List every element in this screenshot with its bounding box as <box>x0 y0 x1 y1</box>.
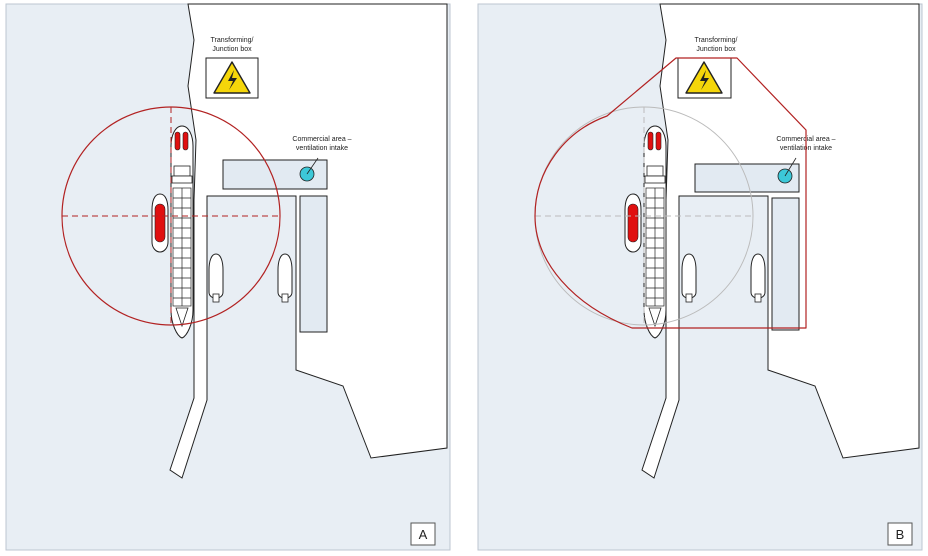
panel-a-letter: A <box>419 527 428 542</box>
warehouse-building <box>299 195 328 333</box>
panel-b-letter-box <box>887 522 913 546</box>
bunker-vessel <box>151 193 169 253</box>
warehouse-building <box>771 197 800 331</box>
lng-tank-right <box>655 131 662 151</box>
small-boat-1 <box>208 253 224 303</box>
high-voltage-warning-icon <box>677 57 732 99</box>
container-ship <box>643 125 667 339</box>
high-voltage-warning-icon <box>205 57 259 99</box>
transformer-label-line2: Junction box <box>212 46 252 53</box>
commercial-label-line2: ventilation intake <box>296 145 348 152</box>
panel-a: Commercial area – ventilation intake Tra… <box>5 3 451 551</box>
small-boat-2 <box>750 253 766 303</box>
lng-tank-left <box>647 131 654 151</box>
container-ship <box>170 125 194 339</box>
transformer-label-line1: Transforming/ <box>695 37 738 44</box>
panel-b: Commercial area – ventilation intake Tra… <box>477 3 923 551</box>
commercial-label-line1: Commercial area – <box>292 136 351 143</box>
transformer-label-line1: Transforming/ <box>211 37 254 44</box>
bunker-vessel <box>624 193 642 253</box>
lng-tank-right <box>182 131 189 151</box>
small-boat-2 <box>277 253 293 303</box>
transformer-label-line2: Junction box <box>696 46 736 53</box>
small-boat-1 <box>681 253 697 303</box>
hazard-zone-hull <box>534 57 807 329</box>
lng-tank-left <box>174 131 181 151</box>
panel-a-letter-box <box>410 522 436 546</box>
hazard-zone-circle <box>61 106 281 326</box>
panel-b-letter: B <box>896 527 905 542</box>
